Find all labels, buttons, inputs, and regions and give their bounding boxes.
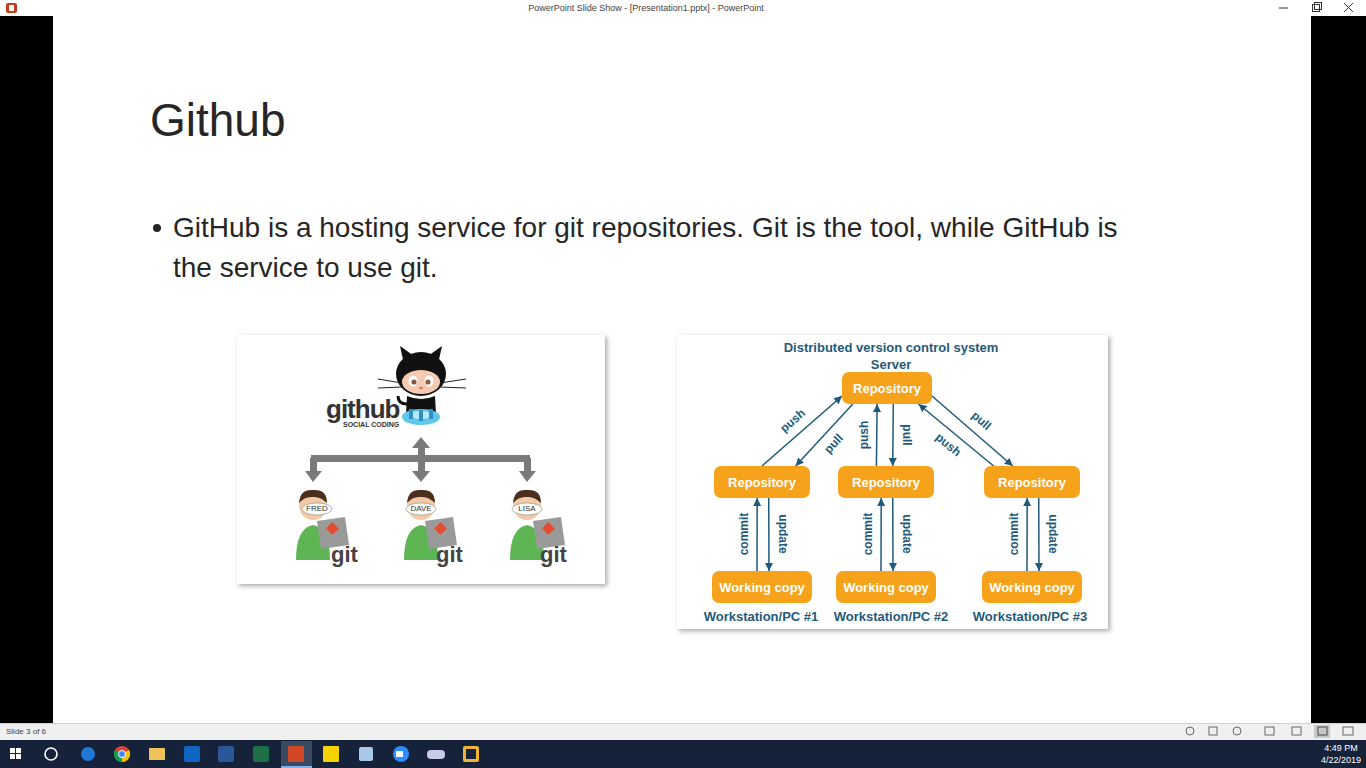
slide-title: Github: [150, 92, 286, 148]
flow-arrow: [1038, 498, 1040, 571]
git-word: git: [436, 543, 463, 567]
flow-arrow: [892, 498, 894, 571]
window-title: PowerPoint Slide Show - [Presentation1.p…: [528, 2, 764, 14]
workstation-caption: Workstation/PC #3: [973, 609, 1088, 624]
node-label: Repository: [728, 475, 796, 490]
name-tag: LISA: [518, 504, 535, 514]
repository-box: Working copy: [836, 571, 936, 603]
flow-arrow: [1026, 498, 1028, 571]
flow-arrow: [876, 404, 878, 466]
logo-wordmark: github: [326, 395, 399, 423]
node-label: Repository: [853, 381, 921, 396]
flow-arrow: [768, 498, 770, 571]
status-bar: [0, 723, 1366, 740]
diagram-heading: Distributed version control system: [784, 340, 999, 355]
logo-tagline: SOCIAL CODING: [343, 421, 399, 429]
clock-time: 4:49 PM: [1324, 743, 1358, 754]
edge-label: update: [1045, 513, 1058, 556]
git-word: git: [540, 543, 567, 567]
repository-box: Working copy: [982, 571, 1082, 603]
edge-label: pull: [900, 422, 913, 447]
edge-label: commit: [738, 511, 751, 558]
github-illustration: [237, 335, 605, 584]
flow-arrow: [880, 498, 882, 571]
bullet-dot: [153, 224, 161, 232]
name-tag: FRED: [306, 504, 328, 514]
name-tag: DAVE: [410, 504, 431, 514]
flow-arrow: [756, 498, 758, 571]
slide-counter: Slide 3 of 6: [6, 726, 46, 737]
title-bar: [0, 0, 1366, 16]
node-label: Working copy: [843, 580, 929, 595]
clock-date: 4/22/2019: [1321, 755, 1361, 766]
repository-box: Repository: [984, 466, 1080, 498]
edge-label: commit: [862, 511, 875, 558]
node-label: Working copy: [989, 580, 1075, 595]
repository-box: Repository: [714, 466, 810, 498]
edge-label: update: [899, 513, 912, 556]
node-label: Repository: [998, 475, 1066, 490]
server-caption: Server: [871, 358, 911, 372]
edge-label: push: [857, 419, 870, 452]
repository-box: Repository: [842, 372, 932, 404]
node-label: Working copy: [719, 580, 805, 595]
workstation-caption: Workstation/PC #1: [704, 609, 819, 624]
workstation-caption: Workstation/PC #2: [834, 609, 949, 624]
repository-box: Working copy: [712, 571, 812, 603]
flow-arrow: [892, 404, 894, 466]
git-word: git: [331, 543, 358, 567]
slide: [53, 16, 1311, 723]
diagram-frame: [677, 335, 1108, 629]
bullet-text: GitHub is a hosting service for git repo…: [173, 208, 1133, 288]
taskbar: [0, 740, 1366, 768]
flow-arrow: [932, 396, 1013, 466]
edge-label: update: [775, 513, 788, 556]
repository-box: Repository: [838, 466, 934, 498]
edge-label: commit: [1008, 511, 1021, 558]
node-label: Repository: [852, 475, 920, 490]
